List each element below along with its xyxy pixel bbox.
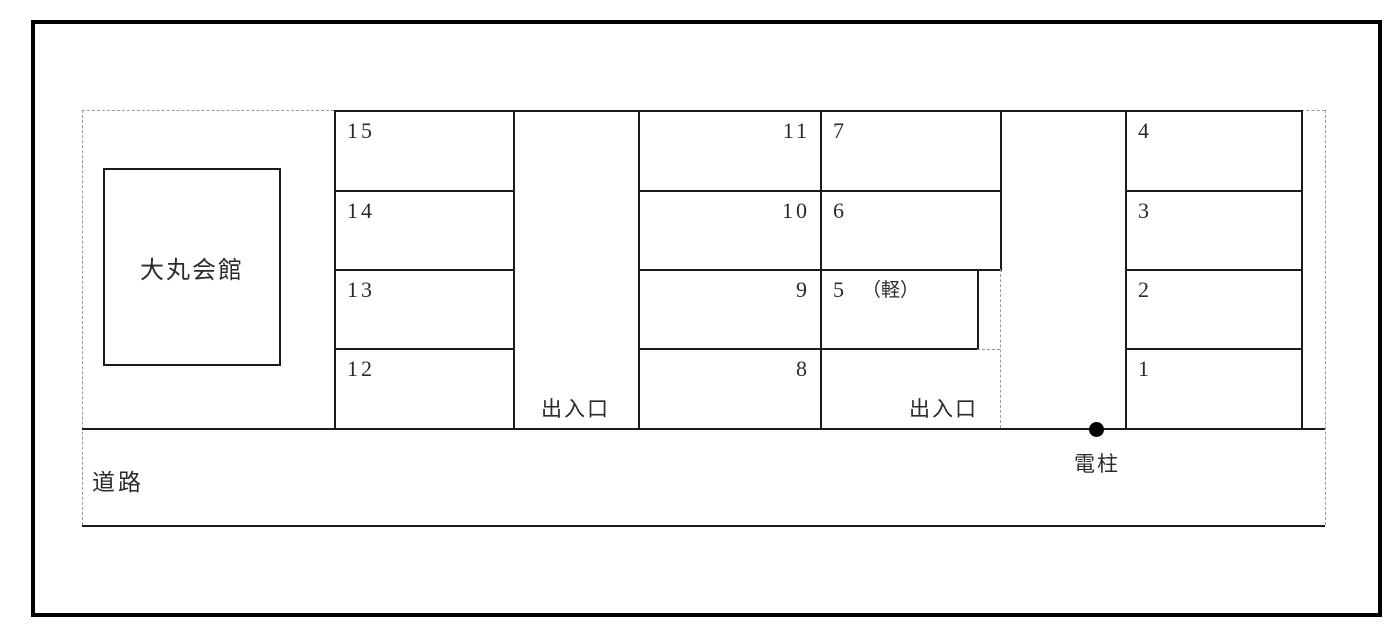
- space-8-label: 8: [796, 356, 810, 381]
- entrance-east-dashed-top: [977, 349, 1000, 350]
- space-3-label: 3: [1138, 198, 1152, 223]
- space-7-label: 7: [833, 118, 847, 143]
- middle-column-divider: [638, 269, 822, 271]
- east-column-divider: [1125, 348, 1303, 350]
- utility-pole-label: 電柱: [1074, 452, 1120, 476]
- space-5-bottom-edge: [820, 348, 979, 350]
- space-2-label: 2: [1138, 277, 1152, 302]
- space-10-label: 10: [782, 198, 810, 223]
- building-label: 大丸会館: [140, 257, 244, 284]
- space-13-label: 13: [347, 277, 375, 302]
- road-near-edge: [82, 428, 1325, 430]
- space-12-label: 12: [347, 356, 375, 381]
- diagram-outer-frame: [31, 20, 1382, 617]
- west-column-divider: [334, 190, 515, 192]
- space-1-label: 1: [1138, 356, 1152, 381]
- space-4-label: 4: [1138, 118, 1152, 143]
- middle-column-divider: [638, 190, 822, 192]
- utility-pole-dot: [1089, 422, 1104, 437]
- lot-boundary-left-dashed: [82, 110, 83, 525]
- west-column-divider: [334, 269, 515, 271]
- building-daimaru-kaikan: 大丸会館: [103, 168, 281, 366]
- east-column-divider: [1125, 269, 1303, 271]
- space-15-label: 15: [347, 118, 375, 143]
- inner-column-divider: [820, 269, 1002, 271]
- space-5-label: 5: [833, 277, 847, 302]
- road-label: 道路: [92, 470, 144, 495]
- lot-boundary-top-east-dashed: [1301, 110, 1325, 111]
- space-9-label: 9: [796, 277, 810, 302]
- entrance-east-dashed-side: [1000, 269, 1001, 428]
- space-5-right-edge: [977, 269, 979, 350]
- space-5-kei-note: （軽）: [862, 280, 920, 301]
- lot-boundary-top-west-dashed: [82, 110, 334, 111]
- entrance-east-label: 出入口: [909, 397, 978, 421]
- road-far-edge: [82, 525, 1325, 527]
- lot-boundary-right-dashed: [1325, 110, 1326, 525]
- west-column-divider: [334, 348, 515, 350]
- space-11-label: 11: [782, 118, 810, 143]
- middle-column-divider: [638, 348, 822, 350]
- inner-column-divider: [820, 190, 1002, 192]
- entrance-west-label: 出入口: [541, 397, 610, 421]
- space-6-label: 6: [833, 198, 847, 223]
- parking-top-edge: [334, 110, 1303, 112]
- east-column-divider: [1125, 190, 1303, 192]
- space-14-label: 14: [347, 198, 375, 223]
